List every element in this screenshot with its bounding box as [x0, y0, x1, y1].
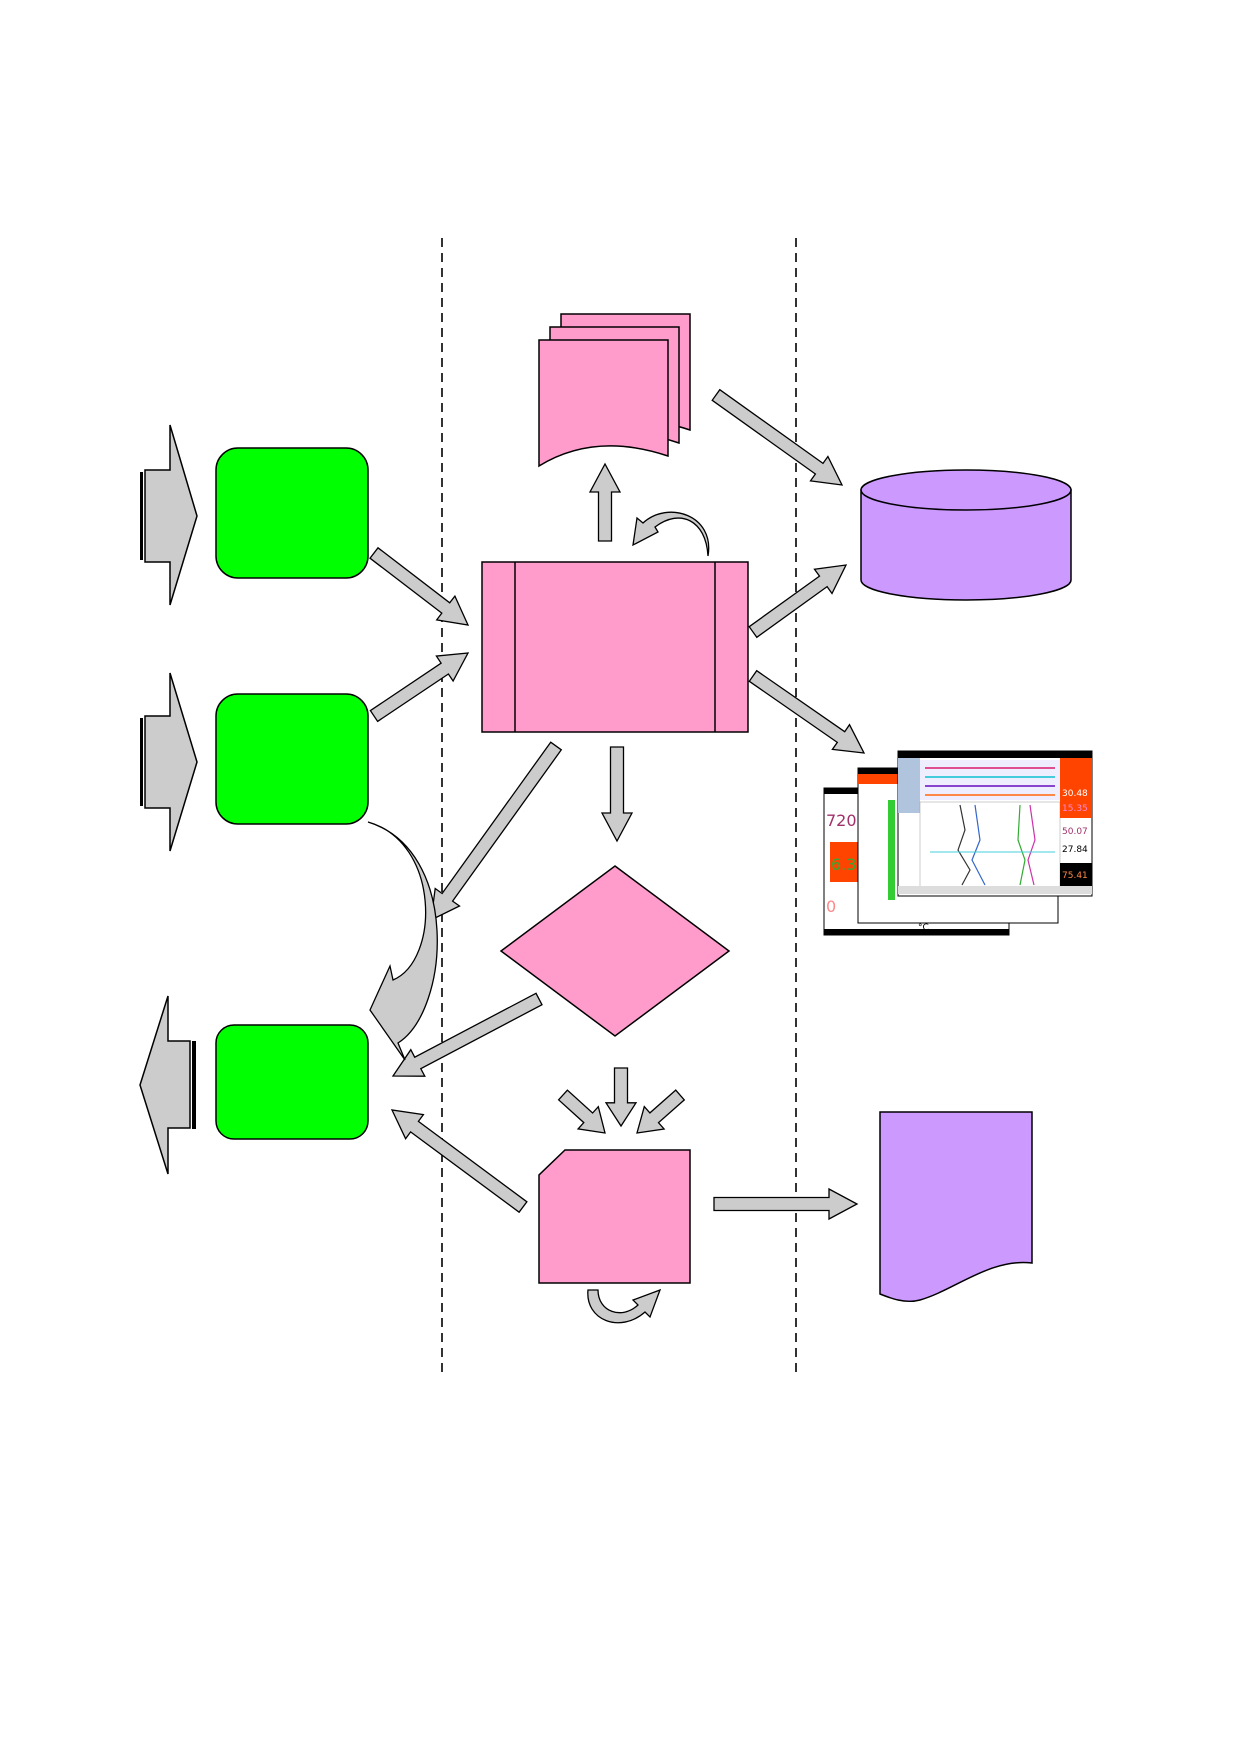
arrow-into-card-left [557, 1089, 606, 1134]
arrow-input1-to-process [369, 546, 470, 626]
entry-arrow-2 [140, 672, 198, 852]
screen-big-value-2: 6.3 [831, 855, 856, 874]
screen-side-value-1: 30.48 [1062, 789, 1088, 799]
arrow-decision-to-output [391, 992, 543, 1077]
screen-side-value-4: 75.41 [1062, 871, 1088, 881]
screen-side-value-5: 15.35 [1062, 804, 1088, 814]
curved-return-arrow [367, 821, 438, 1061]
arrow-into-card-right [636, 1089, 686, 1134]
screen-side-value-3: 27.84 [1062, 845, 1088, 855]
main-process-block [481, 561, 749, 733]
self-loop-arrow-top [632, 511, 710, 557]
arrow-process-to-output [430, 741, 563, 922]
database-cylinder [860, 469, 1072, 601]
arrow-process-to-docs [588, 462, 622, 542]
arrow-process-to-decision [600, 746, 634, 843]
card-block [538, 1149, 691, 1284]
arrow-docs-to-database [711, 388, 844, 486]
input-block-1 [215, 447, 369, 579]
arrow-input2-to-process [369, 652, 470, 723]
arrow-process-to-database [748, 564, 848, 639]
arrow-card-to-report [713, 1187, 859, 1221]
arrow-into-card-middle [604, 1067, 638, 1128]
report-document [879, 1111, 1033, 1303]
exit-arrow [139, 995, 196, 1175]
input-block-2 [215, 693, 369, 825]
self-loop-arrow-bottom [587, 1288, 662, 1324]
output-block [215, 1024, 369, 1140]
screen-big-value-1: 720 [826, 811, 857, 830]
arrow-process-to-screens [748, 669, 866, 754]
decision-diamond [499, 865, 731, 1037]
arrow-card-to-output [390, 1109, 528, 1214]
documents-stack [538, 313, 691, 468]
block-arrows [369, 388, 866, 1221]
screen-unit-label: °C [918, 923, 929, 933]
monitor-screenshots: 720 6.3 0 30.48 15.35 50.07 27.84 75.41 … [823, 750, 1093, 936]
entry-arrow-1 [140, 424, 198, 606]
screen-big-value-3: 0 [826, 897, 836, 916]
screen-side-value-2: 50.07 [1062, 827, 1088, 837]
